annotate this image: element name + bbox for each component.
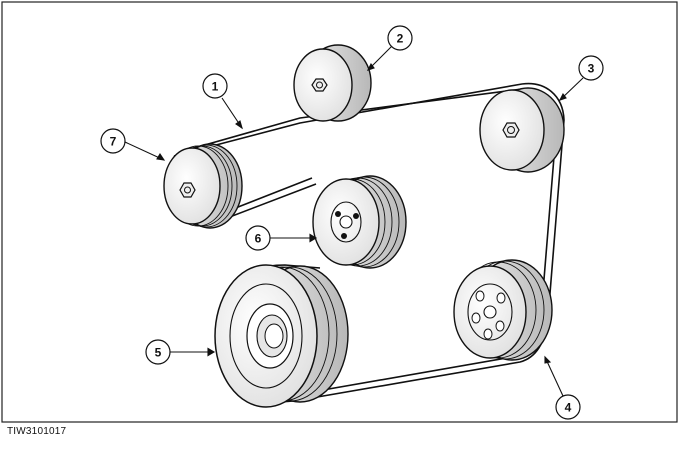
callout-3: 3 [578,55,604,81]
callout-2: 2 [387,25,413,51]
callout-5: 5 [145,339,171,365]
callout-5-label: 5 [155,346,162,360]
callout-leaders [124,45,584,397]
callout-4: 4 [555,394,581,420]
callout-7: 7 [100,128,126,154]
callout-2-label: 2 [397,32,404,46]
generator-pulley [163,143,243,229]
idler-pulley-right [479,87,565,173]
callout-1: 1 [202,73,228,99]
callout-1-label: 1 [212,80,219,94]
idler-pulley-upper [293,44,372,122]
callout-3-label: 3 [588,62,595,76]
callout-7-label: 7 [110,135,117,149]
crankshaft-pulley [214,264,349,408]
figure-reference-code: TIW3101017 [7,426,67,437]
callout-6: 6 [245,225,271,251]
callout-4-label: 4 [565,401,572,415]
callout-6-label: 6 [255,232,262,246]
water-pump-pulley [312,175,407,269]
ac-compressor-pulley [453,259,553,361]
